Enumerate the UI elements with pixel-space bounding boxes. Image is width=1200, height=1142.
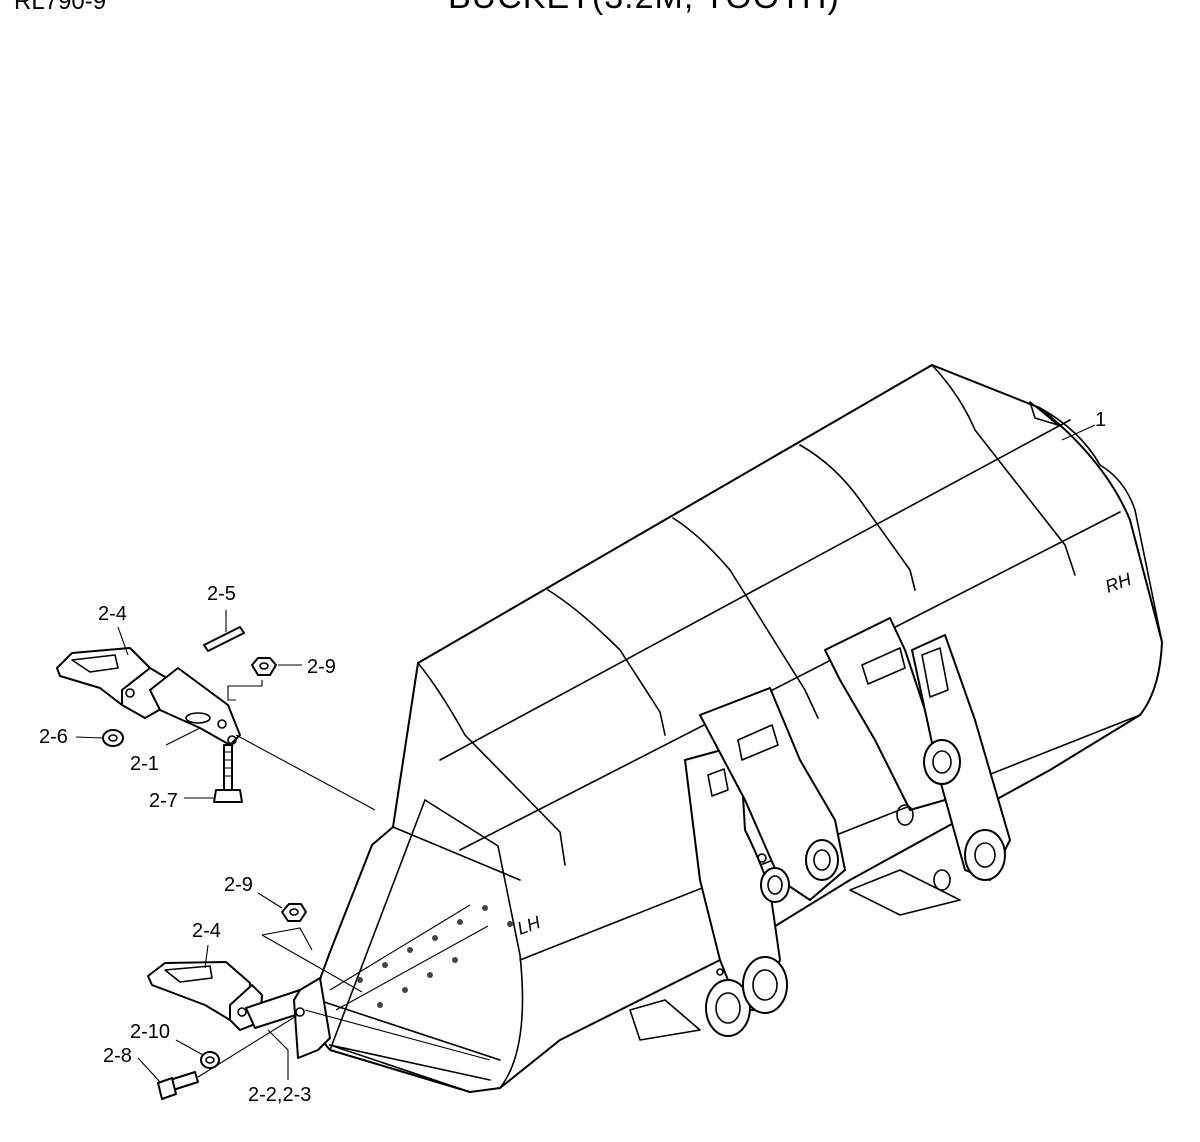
lower-washer [200,1051,220,1069]
callout-2-5: 2-5 [207,583,236,605]
callout-2-7: 2-7 [149,790,178,812]
lower-tooth-assembly [147,903,491,1100]
lower-nut [281,903,307,922]
callout-2-4-lower: 2-4 [192,920,221,942]
diagram-title: BUCKET(3.2M, TOOTH) [448,0,840,17]
callout-2-2-2-3: 2-2,2-3 [248,1084,311,1106]
callout-2-4-upper: 2-4 [98,603,127,625]
callout-1: 1 [1095,409,1106,431]
callout-2-6: 2-6 [39,726,68,748]
callout-2-9-lower: 2-9 [224,874,253,896]
upper-pin [203,626,245,652]
upper-adapter [149,667,241,746]
upper-washer [102,729,124,747]
leader-lines [75,424,1096,1083]
callout-2-8: 2-8 [103,1045,132,1067]
callout-2-10: 2-10 [130,1021,170,1043]
hinge-brackets [684,617,1011,1037]
upper-nut [251,657,277,676]
callout-2-1: 2-1 [130,753,159,775]
callout-2-9-upper: 2-9 [307,656,336,678]
upper-tooth-assembly [56,626,376,811]
diagram-code: RL790-9 [14,0,107,15]
